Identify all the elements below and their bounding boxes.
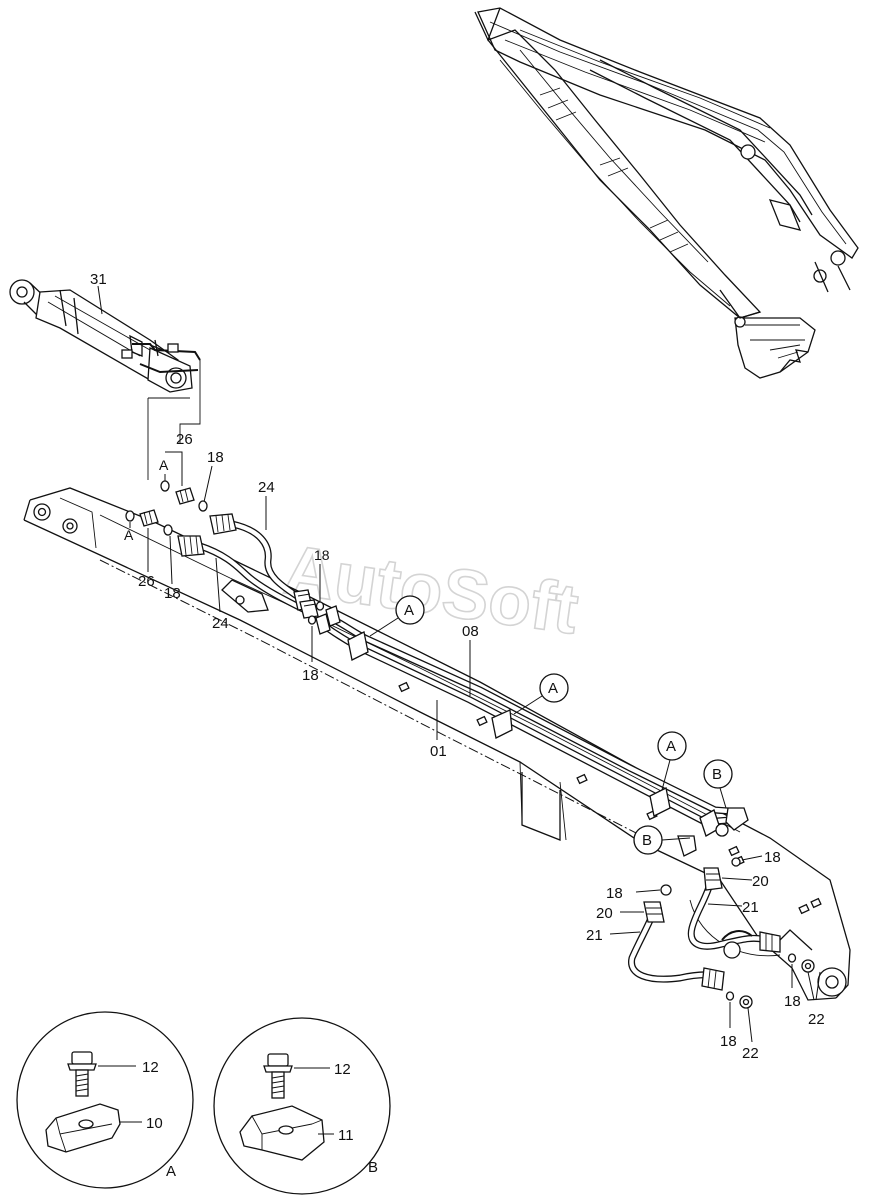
detail-a-bolt-callout: 12: [142, 1059, 159, 1076]
circle-tag-a2: [539, 673, 569, 703]
callout-a-top: A: [159, 457, 169, 473]
detail-b-bolt-callout: 12: [334, 1061, 351, 1078]
callout-18-r3: 18: [784, 993, 801, 1010]
callout-22-r2: 22: [742, 1045, 759, 1062]
callout-24-top: 24: [258, 479, 275, 496]
callout-18-center: 18: [302, 667, 319, 684]
excavator-arm-overview: [474, 7, 859, 379]
circle-tag-b2-label: B: [642, 832, 652, 849]
callout-01: 01: [430, 743, 447, 760]
detail-b: [213, 1017, 391, 1195]
cylinder-port-bracket: [147, 360, 201, 480]
circle-tag-a1: [395, 595, 425, 625]
circle-tag-b1: [703, 759, 733, 789]
callout-18-mid: 18: [314, 547, 330, 563]
circle-tag-b1-label: B: [712, 766, 722, 783]
callout-08: 08: [462, 623, 479, 640]
callout-31: 31: [90, 271, 107, 288]
callout-18-r4: 18: [720, 1033, 737, 1050]
callout-18-r2: 18: [606, 885, 623, 902]
callout-26-left: 26: [138, 573, 155, 590]
callout-a-left: A: [124, 527, 134, 543]
callout-26-top: 26: [176, 431, 193, 448]
detail-a-clamp-callout: 10: [146, 1115, 163, 1132]
circle-tag-b2: [633, 825, 663, 855]
circle-tag-a3: [657, 731, 687, 761]
callout-21-r1: 21: [742, 899, 759, 916]
bucket-cylinder: [9, 279, 201, 393]
circle-tag-a3-label: A: [666, 738, 676, 755]
detail-a: [16, 1011, 194, 1189]
bucket-hoses: [628, 857, 815, 1009]
detail-a-caption: A: [166, 1163, 176, 1180]
hoses-24: [177, 513, 319, 619]
callout-21-r2: 21: [586, 927, 603, 944]
callout-20-r1: 20: [752, 873, 769, 890]
circle-tag-a2-label: A: [548, 680, 558, 697]
callout-18-left: 18: [164, 585, 181, 602]
callout-18-top: 18: [207, 449, 224, 466]
callout-20-r2: 20: [596, 905, 613, 922]
callout-18-r1: 18: [764, 849, 781, 866]
detail-b-clamp-callout: 11: [338, 1127, 354, 1144]
callout-22-r1: 22: [808, 1011, 825, 1028]
circle-tag-a1-label: A: [404, 602, 414, 619]
arm-pipe-08: [315, 605, 749, 857]
callout-24-bottom: 24: [212, 615, 229, 632]
detail-b-caption: B: [368, 1159, 378, 1176]
